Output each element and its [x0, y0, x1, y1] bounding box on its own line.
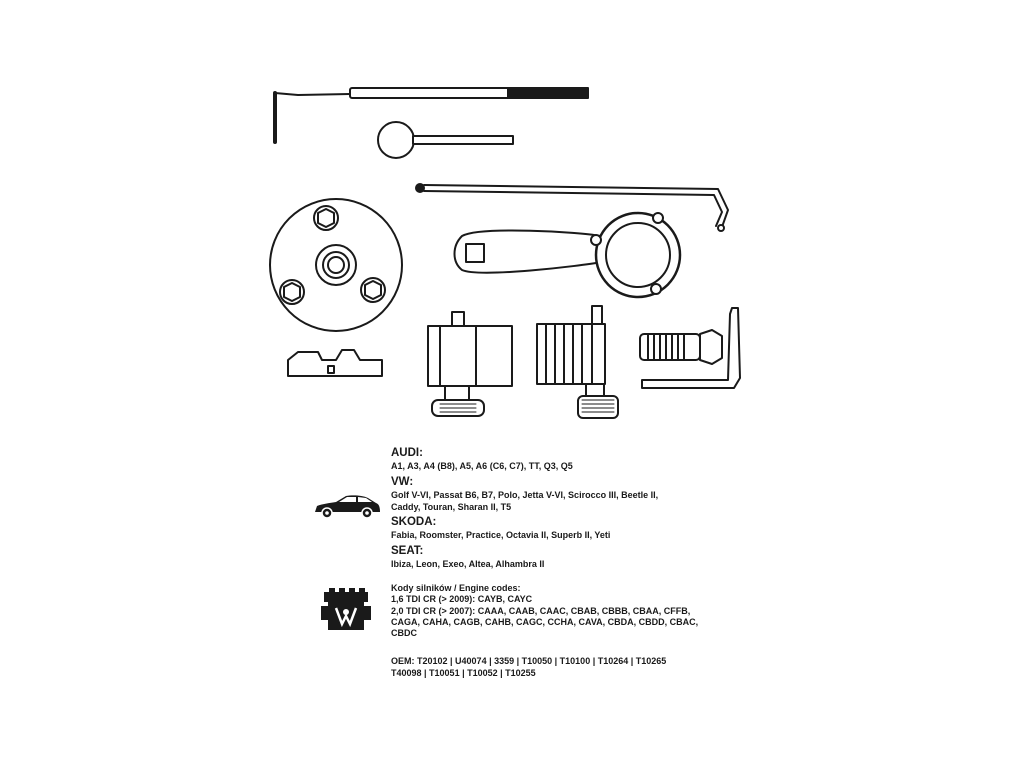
brand-vw: VW: Golf V-VI, Passat B6, B7, Polo, Jett… [391, 476, 658, 513]
brand-heading: AUDI: [391, 447, 423, 459]
oem-line: T40098 | T10051 | T10052 | T10255 [391, 668, 536, 678]
pump-lock-pin-left [427, 311, 513, 417]
engine-codes-line: 2,0 TDI CR (> 2007): CAAA, CAAB, CAAC, C… [391, 605, 691, 616]
brand-models: Ibiza, Leon, Exeo, Altea, Alhambra II [391, 559, 545, 569]
tools-illustration [269, 87, 741, 419]
l-pin-tool [273, 87, 589, 144]
sprocket-wrench [453, 211, 682, 299]
long-hex-key [415, 183, 729, 232]
brand-skoda: SKODA: Fabia, Roomster, Practice, Octavi… [391, 516, 610, 541]
engine-codes-line: 1,6 TDI CR (> 2009): CAYB, CAYC [391, 594, 533, 605]
brand-models: Golf V-VI, Passat B6, B7, Polo, Jetta V-… [391, 490, 659, 500]
brand-heading: SKODA: [391, 516, 437, 528]
engine-codes-line: CAGA, CAHA, CAGB, CAHB, CAGC, CCHA, CAVA… [391, 616, 699, 627]
engine-codes: Kody silników / Engine codes: 1,6 TDI CR… [391, 583, 698, 639]
brand-models: Fabia, Roomster, Practice, Octavia II, S… [391, 530, 611, 540]
brand-seat: SEAT: Ibiza, Leon, Exeo, Altea, Alhambra… [391, 545, 544, 570]
car-icon [315, 495, 380, 519]
brand-heading: SEAT: [391, 545, 424, 557]
oem-line: OEM: T20102 | U40074 | 3359 | T10050 | T… [391, 656, 667, 666]
brand-audi: AUDI: A1, A3, A4 (B8), A5, A6 (C6, C7), … [391, 447, 573, 472]
engine-icon [321, 588, 371, 630]
locking-disc-tool [377, 121, 514, 159]
brand-models: A1, A3, A4 (B8), A5, A6 (C6, C7), TT, Q3… [391, 461, 573, 471]
brand-models: Caddy, Touran, Sharan II, T5 [391, 502, 512, 512]
engine-codes-line: CBDC [391, 628, 417, 639]
brand-heading: VW: [391, 476, 414, 488]
short-hex-key [641, 307, 741, 389]
pulley-holder-plate [269, 198, 403, 332]
engine-codes-heading: Kody silników / Engine codes: [391, 583, 521, 593]
threaded-bolt [639, 329, 723, 365]
locking-bracket [287, 349, 383, 377]
oem-numbers: OEM: T20102 | U40074 | 3359 | T10050 | T… [391, 655, 666, 679]
pump-lock-pin-right [536, 305, 619, 419]
